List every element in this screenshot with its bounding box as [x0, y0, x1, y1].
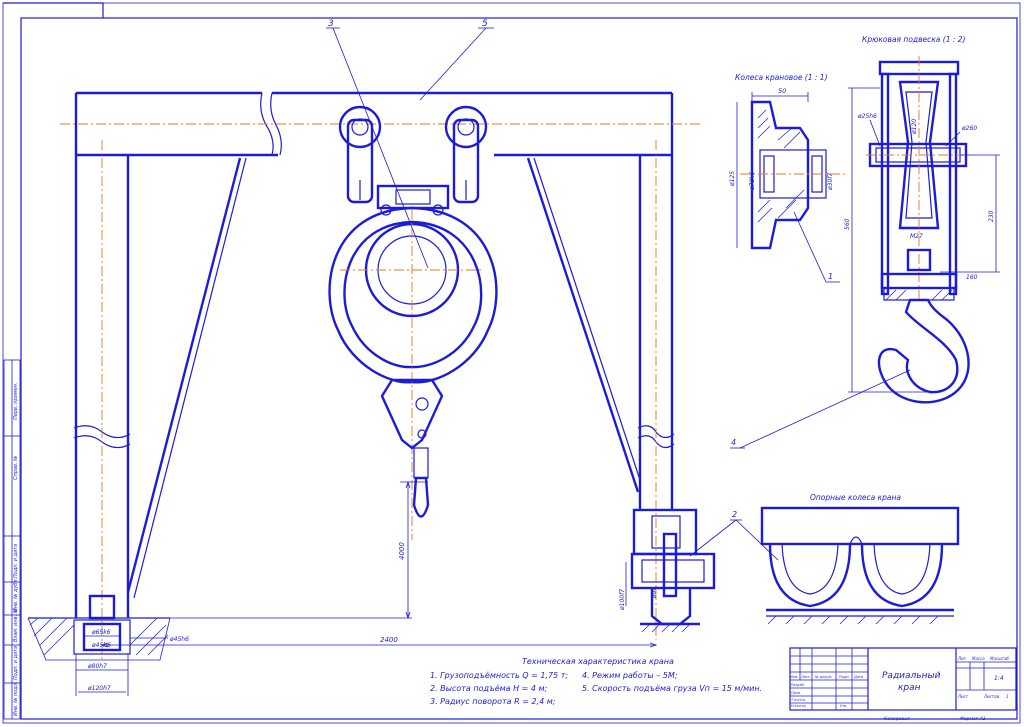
susp-d2: ø260: [961, 125, 977, 132]
base-d2: ø45h6: [91, 642, 111, 649]
spec-5: 5. Скорость подъёма груза Vп = 15 м/мин.: [582, 684, 762, 693]
roller-assembly: ø100f7 ø98: [619, 508, 716, 633]
spec-2: 2. Высота подъёма H = 4 м;: [430, 684, 548, 693]
susp-d3: ø120: [911, 119, 918, 135]
stamp-1: Перв. примен.: [13, 382, 19, 420]
roller-d: ø100f7: [619, 589, 626, 611]
tb-name-1: Радиальный: [882, 671, 941, 681]
trolley: [338, 105, 488, 216]
side-stamp: Перв. примен. Справ. № Подп. и дата Инв.…: [3, 359, 21, 720]
suspension-view: Крюковая подвеска (1 : 2) 560 230 ø25h6 …: [730, 35, 1000, 449]
right-column: [526, 140, 675, 640]
susp-h2: 230: [988, 210, 995, 222]
susp-thread: M27: [910, 233, 923, 240]
tb-date: Дата: [853, 675, 863, 679]
tb-utv: Утв.: [840, 704, 847, 708]
main-view: ø65k6 ø45h6 ø80h7 ø120h7 ø45h6 2400 4000…: [27, 19, 716, 696]
callout-3: 3: [328, 19, 334, 29]
base-d1: ø65k6: [91, 629, 111, 636]
tb-sheet: Лист: [957, 694, 969, 699]
main-dims: 2400 4000: [100, 480, 658, 648]
wheel-width: 50: [778, 87, 786, 95]
base-d3: ø80h7: [87, 663, 107, 670]
tb-copied: Копировал: [884, 716, 910, 722]
tb-lit: Лит.: [957, 656, 967, 661]
tb-format: Формат А1: [960, 716, 986, 722]
stamp-5: Взам. инв. №: [13, 608, 19, 642]
susp-h1: 560: [844, 218, 851, 230]
callout-1: 1: [828, 272, 833, 281]
specs-title: Техническая характеристика крана: [522, 657, 674, 666]
col-fit: ø45h6: [169, 636, 189, 643]
tb-sheets-count: 1: [1006, 694, 1009, 699]
tb-dev: Разраб.: [791, 683, 805, 687]
tb-tk: Т.контр.: [791, 698, 806, 702]
tb-izm: Изм.: [790, 675, 798, 679]
suspension-title: Крюковая подвеска (1 : 2): [862, 35, 966, 44]
tb-check: Пров.: [791, 691, 801, 695]
callouts-top: 3 5: [326, 19, 494, 269]
support-view: Опорные колеса крана 2: [689, 493, 960, 625]
wheel-d3: ø30f7: [827, 173, 834, 191]
wheel-view: Колеса крановое (1 : 1) 50 ø125 ø72k6 ø3…: [729, 73, 848, 283]
stamp-4: Инв. № дубл.: [13, 578, 19, 612]
spec-4: 4. Режим работы – 5М;: [582, 671, 678, 680]
wheel-d2: ø72k6: [749, 171, 756, 191]
stamp-3: Подп. и дата: [13, 544, 19, 578]
susp-w: 160: [966, 274, 978, 281]
roller-d2: ø98: [651, 587, 658, 599]
stamp-6: Подп. и дата: [13, 646, 19, 680]
wheel-d1: ø125: [729, 171, 736, 187]
tb-doc: № докум.: [814, 675, 832, 679]
lift-dim: 4000: [398, 542, 406, 560]
callout-4: 4: [731, 438, 736, 447]
title-block: Изм. Лист № докум. Подп. Дата Разраб. Пр…: [789, 647, 1017, 722]
tech-specs: Техническая характеристика крана 1. Груз…: [430, 657, 762, 706]
span-dim: 2400: [380, 636, 398, 644]
tb-scale-label: Масштаб: [990, 656, 1010, 661]
tb-nk: Н.контр.: [791, 704, 807, 708]
tb-scale: 1:4: [994, 675, 1004, 682]
base-d4: ø120h7: [87, 685, 111, 692]
stamp-2: Справ. №: [13, 456, 19, 480]
support-title: Опорные колеса крана: [810, 493, 901, 502]
tb-mass: Масса: [972, 656, 985, 661]
stamp-7: Инв. № подл.: [13, 682, 19, 717]
spec-1: 1. Грузоподъёмность Q = 1,75 т;: [430, 671, 568, 680]
tb-name-2: кран: [898, 683, 921, 693]
spec-3: 3. Радиус поворота R = 2,4 м;: [430, 697, 556, 706]
left-column: [73, 140, 247, 660]
tb-sheets: Листов: [983, 694, 1000, 699]
tb-list: Лист: [800, 675, 811, 679]
susp-d1: ø25h6: [857, 113, 877, 120]
column-base: ø65k6 ø45h6 ø80h7 ø120h7 ø45h6: [27, 594, 189, 696]
hook-block: [328, 206, 498, 540]
callout-2: 2: [732, 510, 737, 519]
tb-sign: Подп.: [839, 675, 850, 679]
wheel-title: Колеса крановое (1 : 1): [735, 73, 828, 82]
callout-5: 5: [482, 19, 488, 29]
